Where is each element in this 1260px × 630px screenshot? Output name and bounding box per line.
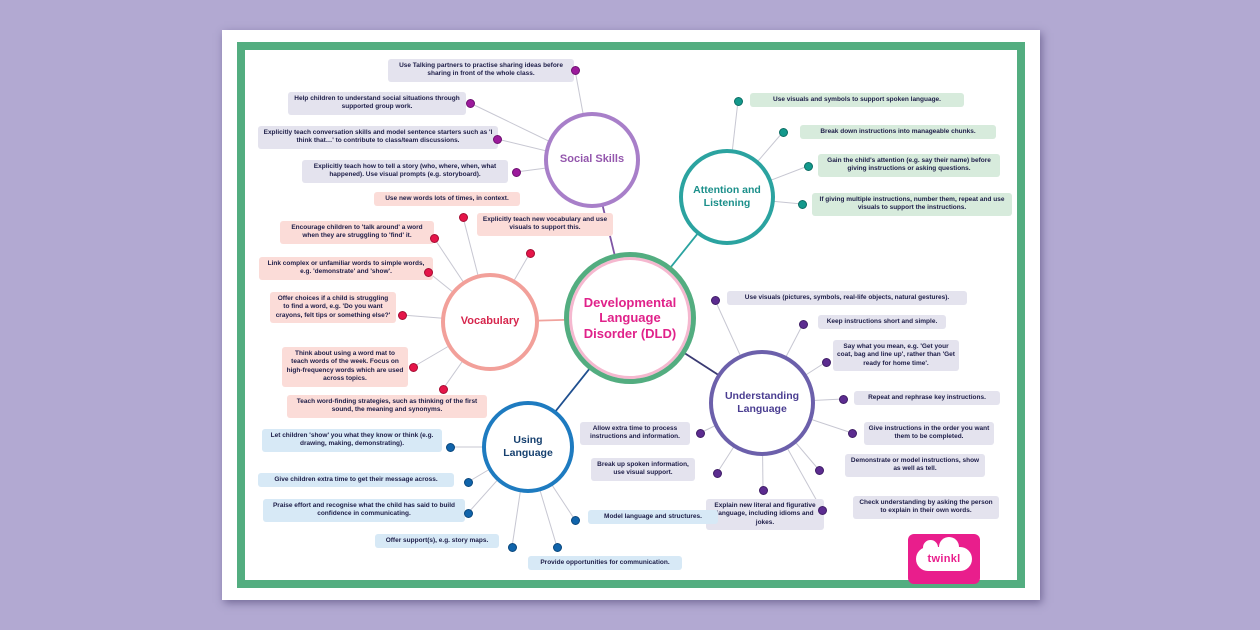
connector-dot <box>818 506 827 515</box>
note-using-2: Give children extra time to get their me… <box>258 473 454 488</box>
twinkl-logo: twinkl <box>908 534 980 584</box>
connector-dot <box>734 97 743 106</box>
green-border-frame <box>237 42 1025 588</box>
connector-dot <box>799 320 808 329</box>
connector-dot <box>424 268 433 277</box>
note-understanding-9: Break up spoken information, use visual … <box>591 458 695 481</box>
note-social-1: Use Talking partners to practise sharing… <box>388 59 574 82</box>
connector-dot <box>409 363 418 372</box>
connector-dot <box>798 200 807 209</box>
note-using-3: Praise effort and recognise what the chi… <box>263 499 465 522</box>
connector-dot <box>493 135 502 144</box>
note-vocab-3: Encourage children to 'talk around' a wo… <box>280 221 434 244</box>
branch-circle-vocabulary: Vocabulary <box>441 273 539 371</box>
center-topic-circle: Developmental Language Disorder (DLD) <box>564 252 696 384</box>
note-vocab-7: Teach word-finding strategies, such as t… <box>287 395 487 418</box>
connector-dot <box>526 249 535 258</box>
connector-dot <box>779 128 788 137</box>
note-social-3: Explicitly teach conversation skills and… <box>258 126 498 149</box>
connector-dot <box>466 99 475 108</box>
note-understanding-10: Explain new literal and figurative langu… <box>706 499 824 531</box>
connector-dot <box>508 543 517 552</box>
connector-dot <box>848 429 857 438</box>
note-understanding-7: Check understanding by asking the person… <box>853 496 999 519</box>
note-using-4: Offer support(s), e.g. story maps. <box>375 534 499 549</box>
connector-dot <box>804 162 813 171</box>
branch-label-attention-listening: Attention and Listening <box>693 184 761 209</box>
note-vocab-5: Offer choices if a child is struggling t… <box>270 292 396 324</box>
connector-dot <box>759 486 768 495</box>
connector-dot <box>553 543 562 552</box>
connector-dot <box>464 478 473 487</box>
branch-label-vocabulary: Vocabulary <box>460 315 520 328</box>
note-understanding-3: Say what you mean, e.g. 'Get your coat, … <box>833 340 959 372</box>
note-using-5: Model language and structures. <box>588 510 718 525</box>
note-attention-4: If giving multiple instructions, number … <box>812 193 1012 216</box>
note-understanding-2: Keep instructions short and simple. <box>818 315 946 330</box>
connector-dot <box>711 296 720 305</box>
note-understanding-1: Use visuals (pictures, symbols, real-lif… <box>727 291 967 306</box>
note-vocab-1: Use new words lots of times, in context. <box>374 192 520 207</box>
connector-dot <box>571 516 580 525</box>
note-social-2: Help children to understand social situa… <box>288 92 466 115</box>
note-understanding-8: Allow extra time to process instructions… <box>580 422 690 445</box>
branch-circle-understanding-language: Understanding Language <box>709 350 815 456</box>
connector-dot <box>839 395 848 404</box>
branch-label-social-skills: Social Skills <box>559 153 625 166</box>
branch-circle-using-language: Using Language <box>482 401 574 493</box>
connector-dot <box>430 234 439 243</box>
note-attention-1: Use visuals and symbols to support spoke… <box>750 93 964 108</box>
connector-dot <box>815 466 824 475</box>
connector-dot <box>459 213 468 222</box>
twinkl-logo-text: twinkl <box>927 553 961 565</box>
note-understanding-6: Demonstrate or model instructions, show … <box>845 454 985 477</box>
note-vocab-6: Think about using a word mat to teach wo… <box>282 347 408 387</box>
branch-circle-social-skills: Social Skills <box>544 112 640 208</box>
note-attention-2: Break down instructions into manageable … <box>800 125 996 140</box>
branch-label-using-language: Using Language <box>503 434 553 459</box>
note-social-4: Explicitly teach how to tell a story (wh… <box>302 160 508 183</box>
branch-circle-attention-listening: Attention and Listening <box>679 149 775 245</box>
note-understanding-4: Repeat and rephrase key instructions. <box>854 391 1000 406</box>
connector-dot <box>464 509 473 518</box>
connector-dot <box>822 358 831 367</box>
center-topic-label: Developmental Language Disorder (DLD) <box>583 294 677 341</box>
twinkl-cloud-icon: twinkl <box>916 537 972 571</box>
branch-label-understanding-language: Understanding Language <box>724 390 800 415</box>
connector-dot <box>571 66 580 75</box>
connector-dot <box>446 443 455 452</box>
connector-dot <box>439 385 448 394</box>
connector-dot <box>512 168 521 177</box>
note-vocab-4: Link complex or unfamiliar words to simp… <box>259 257 433 280</box>
connector-dot <box>713 469 722 478</box>
note-using-6: Provide opportunities for communication. <box>528 556 682 571</box>
connector-dot <box>398 311 407 320</box>
note-vocab-2: Explicitly teach new vocabulary and use … <box>477 213 613 236</box>
note-using-1: Let children 'show' you what they know o… <box>262 429 442 452</box>
note-attention-3: Gain the child's attention (e.g. say the… <box>818 154 1000 177</box>
connector-dot <box>696 429 705 438</box>
note-understanding-5: Give instructions in the order you want … <box>864 422 994 445</box>
